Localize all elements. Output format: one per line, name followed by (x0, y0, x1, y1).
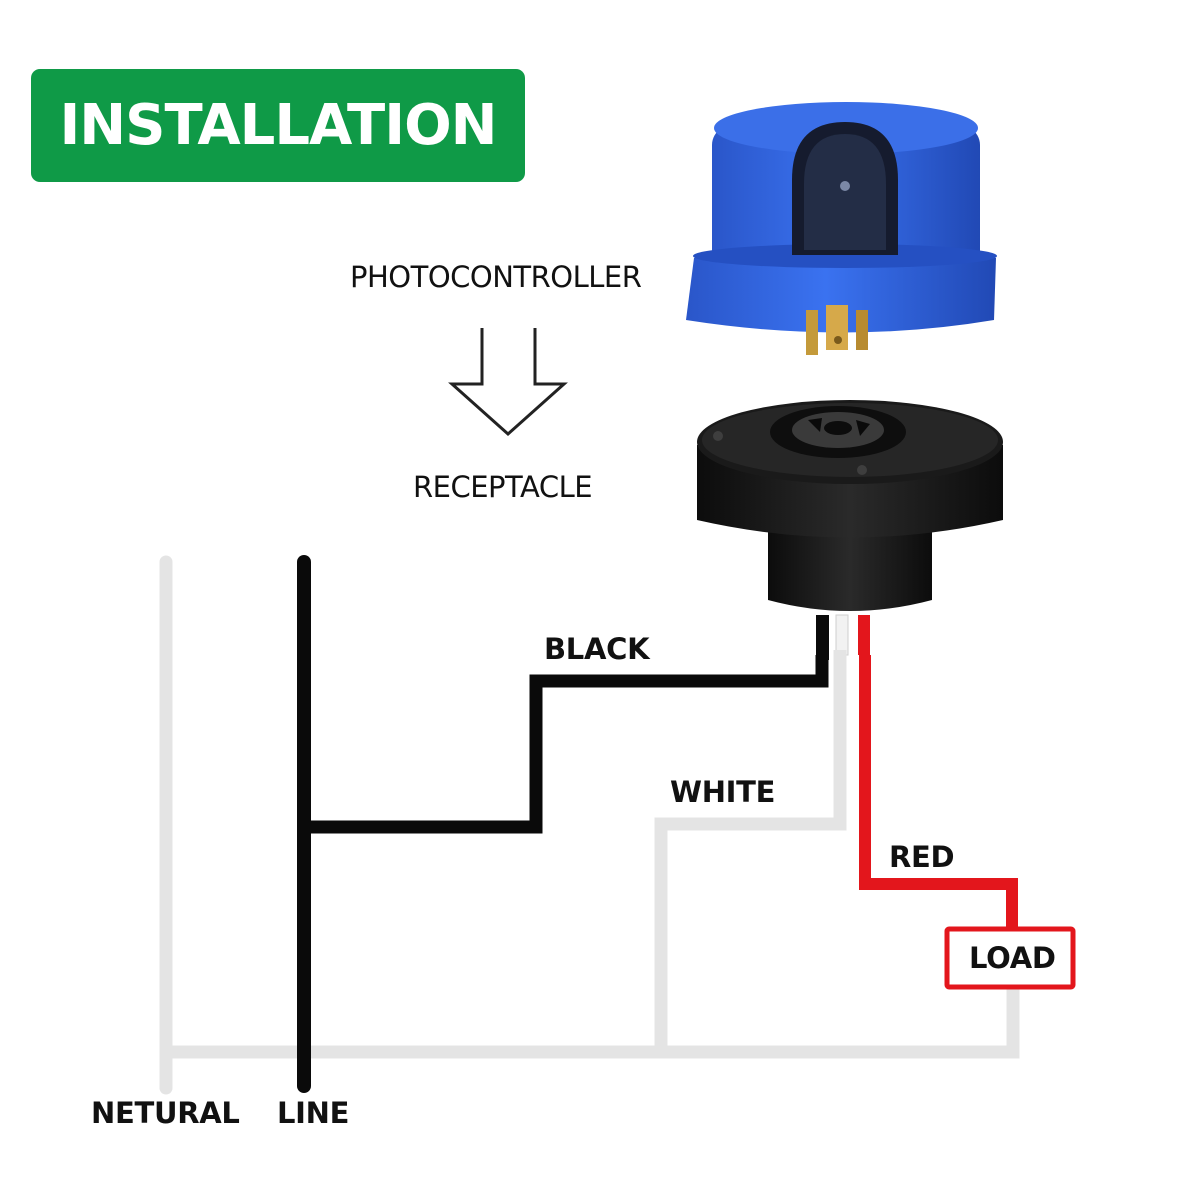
load-box (944, 926, 1076, 990)
photocontroller-skirt (686, 258, 996, 333)
prong-left (806, 310, 818, 355)
red-wire-label: RED (889, 840, 955, 874)
white-wire (654, 650, 847, 1052)
receptacle-base (768, 520, 932, 611)
receptacle-device (697, 400, 1003, 660)
prong-center (826, 305, 848, 350)
neutral-label: NETURAL (91, 1096, 240, 1130)
black-wire (304, 655, 829, 834)
receptacle-wire-red-stub (858, 615, 870, 655)
neutral-bus-wire (166, 988, 1020, 1059)
receptacle-wire-white-stub (835, 614, 849, 656)
photocontroller-device (686, 102, 997, 355)
black-wire-label: BLACK (544, 632, 650, 666)
line-label: LINE (277, 1096, 350, 1130)
wires (159, 555, 1076, 1095)
red-wire (859, 655, 1018, 930)
sensor-eye (840, 181, 850, 191)
load-label: LOAD (969, 941, 1056, 975)
banner-title: INSTALLATION (59, 93, 497, 158)
receptacle-wire-black-stub (816, 615, 829, 660)
socket-center (824, 421, 852, 435)
down-arrow-icon (448, 328, 568, 437)
prong-right (856, 310, 868, 350)
photocontroller-label: PHOTOCONTROLLER (350, 260, 642, 294)
receptacle-label: RECEPTACLE (413, 470, 593, 504)
installation-banner: INSTALLATION (31, 69, 525, 182)
white-wire-label: WHITE (670, 775, 776, 809)
